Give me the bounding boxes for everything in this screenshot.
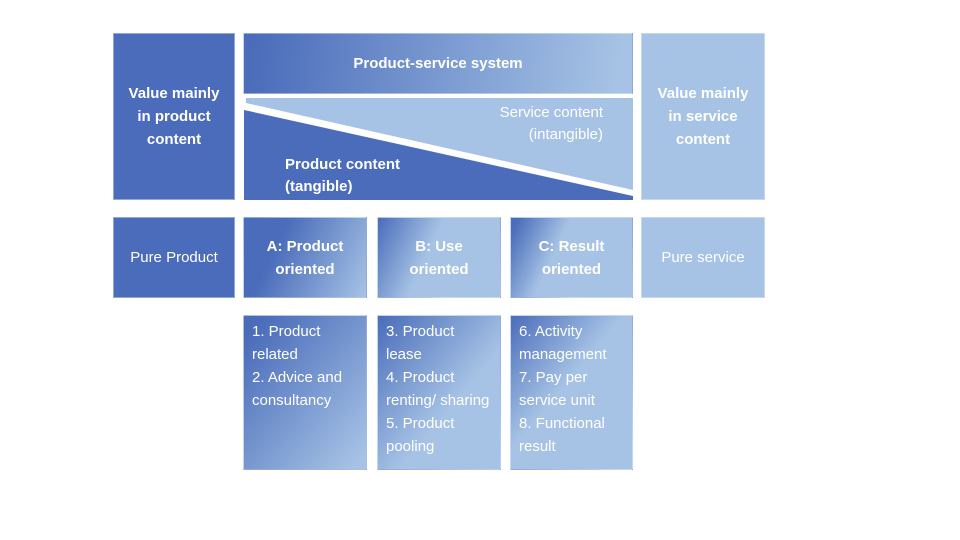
value-in-service-box: Value mainly in service content <box>641 33 765 200</box>
category-c-list-box: 6. Activity management 7. Pay per service… <box>510 315 633 470</box>
list-item: 7. Pay per service unit <box>519 369 595 409</box>
pure-product-box: Pure Product <box>113 217 235 298</box>
category-b-list-box: 3. Product lease 4. Product renting/ shar… <box>377 315 501 470</box>
list-item: 6. Activity management <box>519 323 607 363</box>
content-mix-region: Service content (intangible) Product con… <box>243 98 633 200</box>
category-a-header-box: A: Product oriented <box>243 217 367 298</box>
service-content-label: Service content (intangible) <box>499 104 603 143</box>
service-content-triangle <box>246 98 633 190</box>
category-a-list-box: 1. Product related 2. Advice and consulta… <box>243 315 367 470</box>
list-item: 4. Product renting/ sharing <box>386 369 490 409</box>
content-mix-triangles <box>244 98 633 200</box>
product-content-label: Product content (tangible) <box>285 156 400 195</box>
value-in-product-box: Value mainly in product content <box>113 33 235 200</box>
list-item: 3. Product lease <box>386 323 455 363</box>
category-c-header-box: C: Result oriented <box>510 217 633 298</box>
list-item: 8. Functional result <box>519 415 605 455</box>
category-b-header-box: B: Use oriented <box>377 217 501 298</box>
list-item: 5. Product pooling <box>386 415 455 455</box>
product-content-triangle <box>244 110 633 200</box>
list-item: 1. Product related <box>252 323 321 363</box>
product-service-system-bar: Product-service system <box>243 33 633 94</box>
list-item: 2. Advice and consultancy <box>252 369 343 409</box>
pure-service-box: Pure service <box>641 217 765 298</box>
